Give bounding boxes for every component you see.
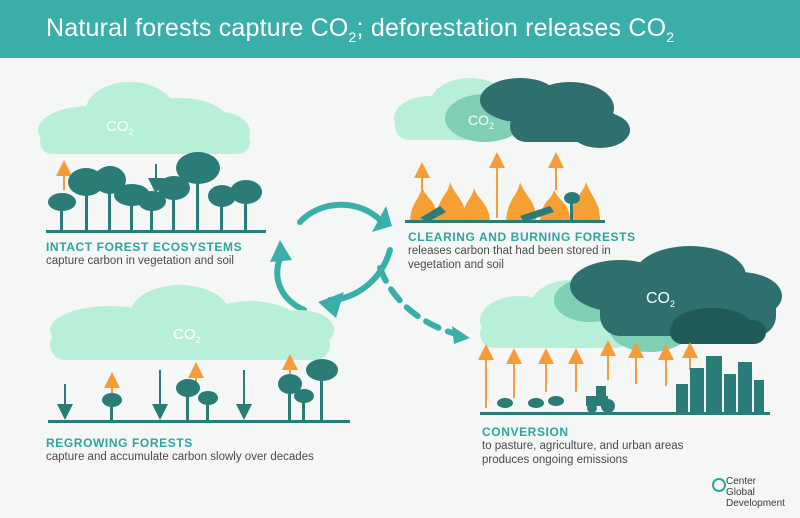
title-subscript-2: 2 — [666, 29, 675, 45]
co2-label-burning: CO2 — [468, 112, 495, 131]
intact-forest-title: INTACT FOREST ECOSYSTEMS — [46, 240, 243, 254]
conversion-scene — [478, 246, 782, 415]
burning-forest-scene — [394, 78, 630, 223]
emission-arrows-3 — [104, 354, 298, 395]
conversion-label: CONVERSION to pasture, agriculture, and … — [482, 425, 692, 467]
cloud-light-3 — [50, 285, 334, 360]
cloud-light-1 — [38, 82, 250, 154]
regrowing-title: REGROWING FORESTS — [46, 436, 193, 450]
conversion-desc: to pasture, agriculture, and urban areas… — [482, 440, 684, 466]
conversion-title: CONVERSION — [482, 425, 569, 439]
absorption-arrows-3 — [57, 370, 252, 420]
intact-forest-label: INTACT FOREST ECOSYSTEMS capture carbon … — [46, 240, 242, 268]
clearing-label: CLEARING AND BURNING FORESTS releases ca… — [408, 230, 636, 272]
logo-line-2: Global — [726, 487, 755, 498]
logo-line-1: Center — [726, 476, 757, 487]
globe-icon — [712, 478, 726, 492]
title-text-2: ; deforestation releases CO — [356, 14, 667, 42]
ground-line-4 — [480, 412, 770, 415]
ground-line-2 — [405, 220, 605, 223]
co2-label-conversion: CO2 — [646, 290, 676, 310]
ground-line — [46, 230, 266, 233]
forest-cycle-diagram — [38, 78, 782, 423]
intact-forest-scene — [38, 82, 266, 233]
logo-line-3: Development — [726, 498, 785, 509]
header-banner: Natural forests capture CO2; deforestati… — [0, 0, 800, 58]
regrowing-label: REGROWING FORESTS capture and accumulate… — [46, 436, 314, 464]
farm-and-city — [497, 356, 764, 414]
co2-label-regrowing: CO2 — [173, 326, 201, 345]
title-text-1: Natural forests capture CO — [46, 14, 349, 42]
ground-line-3 — [48, 420, 350, 423]
clearing-title: CLEARING AND BURNING FORESTS — [408, 230, 636, 244]
title-subscript-1: 2 — [348, 29, 357, 45]
cycle-arrowheads — [270, 206, 470, 344]
conversion-emission-arrows — [478, 340, 698, 408]
regrowing-desc: capture and accumulate carbon slowly ove… — [46, 451, 314, 463]
cloud-darker-4 — [670, 308, 766, 344]
cloud-dark-2 — [480, 78, 630, 148]
intact-trees — [48, 152, 262, 230]
clearing-desc: releases carbon that had been stored in … — [408, 245, 611, 271]
regrowing-forest-scene — [48, 285, 350, 423]
page-title: Natural forests capture CO2; deforestati… — [46, 14, 674, 45]
fallen-trees — [420, 192, 580, 222]
intact-forest-desc: capture carbon in vegetation and soil — [46, 255, 234, 267]
cgd-logo: Center Global Development — [726, 476, 785, 509]
young-trees — [102, 359, 338, 420]
cloud-light-4 — [480, 280, 630, 348]
co2-label-intact: CO2 — [106, 118, 134, 137]
